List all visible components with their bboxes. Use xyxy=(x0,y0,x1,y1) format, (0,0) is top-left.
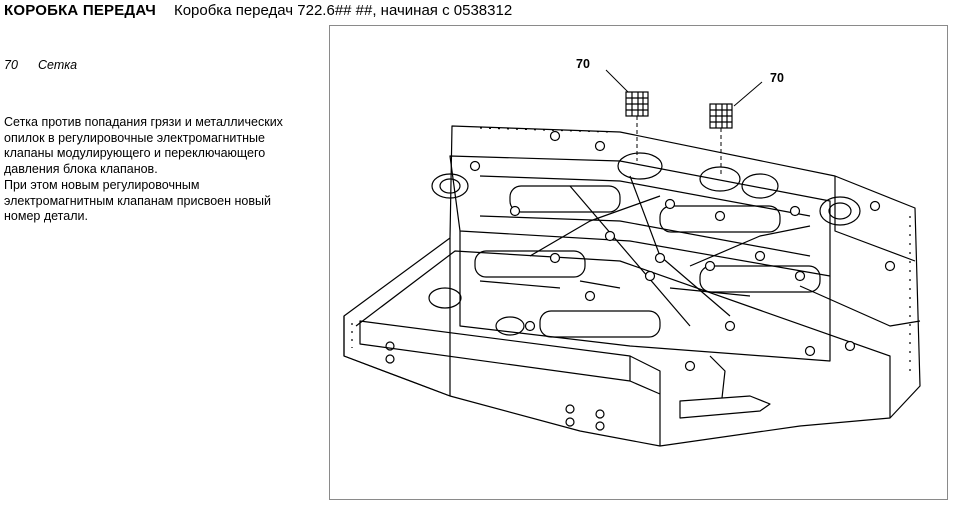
item-number: 70 xyxy=(4,58,18,72)
callout-70-left: 70 xyxy=(576,57,590,71)
description-paragraph-2: При этом новым регулировочным электромаг… xyxy=(4,177,271,224)
valve-body-drawing: 70 70 xyxy=(343,57,921,447)
section-title: КОРОБКА ПЕРЕДАЧ xyxy=(4,2,156,19)
description-paragraph-1: Сетка против попадания грязи и металличе… xyxy=(4,115,283,177)
page-subtitle: Коробка передач 722.6## ##, начиная с 05… xyxy=(173,2,513,19)
item-caption: 70 Сетка xyxy=(4,58,77,72)
valve-body-illustration: 70 70 xyxy=(329,25,948,500)
page-header: КОРОБКА ПЕРЕДАЧ Коробка передач 722.6## #… xyxy=(4,1,512,21)
item-name: Сетка xyxy=(38,58,78,72)
callout-70-right: 70 xyxy=(770,71,784,85)
item-description: Сетка против попадания грязи и металличе… xyxy=(4,115,304,225)
